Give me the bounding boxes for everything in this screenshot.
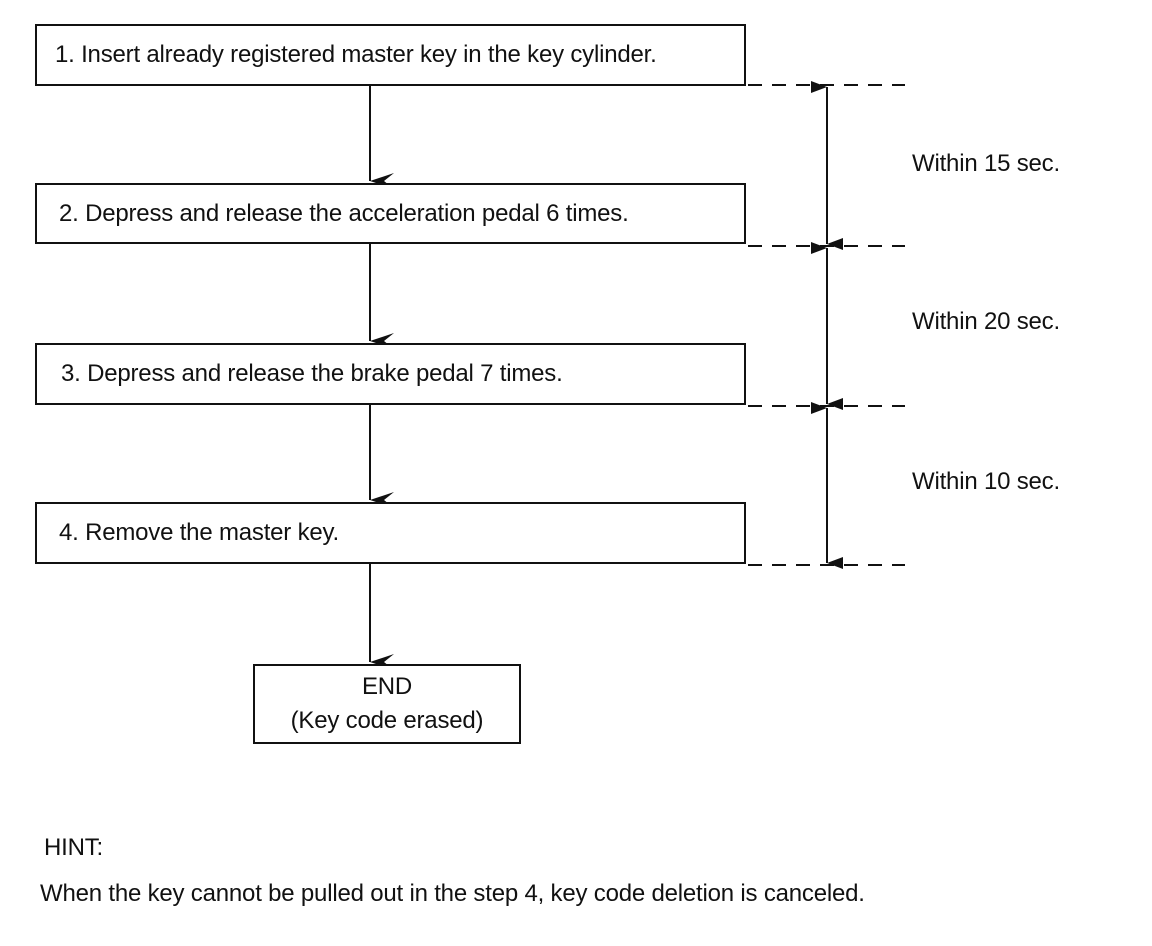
timing-label-2: Within 20 sec.: [912, 308, 1060, 335]
end-box: END (Key code erased): [253, 664, 521, 744]
end-title: END: [361, 673, 413, 700]
hint-title: HINT:: [44, 834, 104, 861]
step-3-label: 3. Depress and release the brake pedal 7…: [61, 360, 563, 387]
step-2-label: 2. Depress and release the acceleration …: [59, 199, 629, 227]
step-2-box: 2. Depress and release the acceleration …: [35, 183, 746, 244]
step-1-box: 1. Insert already registered master key …: [35, 24, 746, 86]
timing-label-3: Within 10 sec.: [912, 468, 1060, 495]
step-1-label: 1. Insert already registered master key …: [55, 41, 657, 68]
step-4-box: 4. Remove the master key.: [35, 502, 746, 564]
step-3-box: 3. Depress and release the brake pedal 7…: [35, 343, 746, 405]
timing-label-1: Within 15 sec.: [912, 150, 1060, 177]
end-subtitle: (Key code erased): [290, 707, 484, 734]
step-4-label: 4. Remove the master key.: [59, 519, 340, 546]
hint-text: When the key cannot be pulled out in the…: [40, 880, 865, 907]
